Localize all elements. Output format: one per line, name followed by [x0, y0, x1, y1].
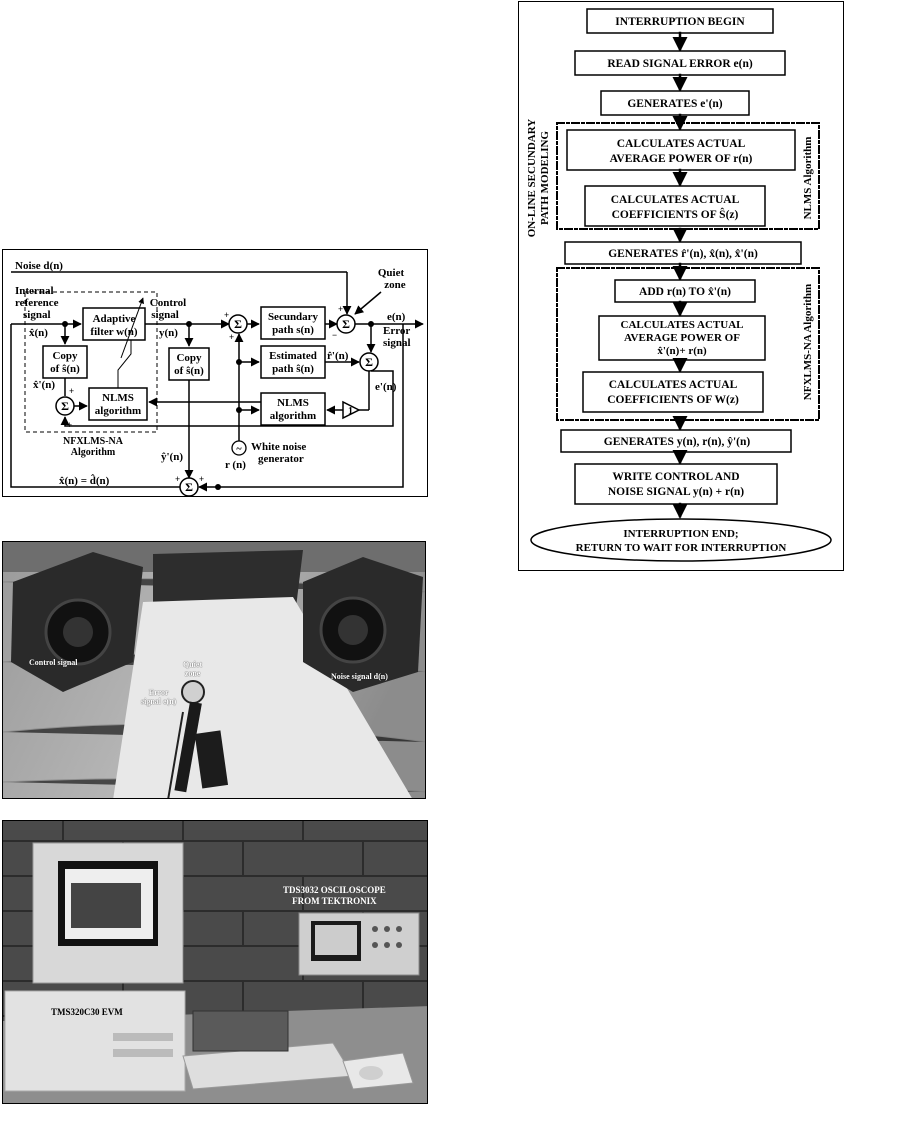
svg-text:Σ: Σ	[234, 317, 242, 331]
calc-coef-s-box	[584, 185, 766, 227]
speakers-photo-drawing	[3, 542, 425, 798]
nfxlms-group-box	[556, 267, 820, 421]
svg-text:Σ: Σ	[61, 399, 69, 413]
nfxlms-side-label: NFXLMS-NA Algorithm	[802, 284, 814, 400]
svg-text:r̂'(n): r̂'(n)	[327, 350, 349, 362]
svg-text:1: 1	[348, 406, 353, 417]
control-signal-caption: Control signal	[29, 658, 78, 667]
svg-text:GENERATES e'(n): GENERATES e'(n)	[627, 98, 722, 110]
en-label: e(n)	[387, 311, 406, 323]
svg-text:+: +	[224, 310, 229, 320]
nlms-left-block	[88, 387, 148, 421]
nfxlms-dashed-box	[24, 291, 158, 433]
svg-text:r (n): r (n)	[225, 459, 246, 471]
microphone	[181, 680, 205, 704]
svg-text:Σ: Σ	[342, 317, 350, 331]
flowchart-figure: INTERRUPTION BEGIN READ SIGNAL ERROR e(n…	[518, 1, 844, 571]
svg-text:+: +	[69, 386, 74, 396]
svg-text:GENERATES y(n), r(n), ŷ'(n): GENERATES y(n), r(n), ŷ'(n)	[604, 436, 751, 448]
generates-three-box	[564, 241, 802, 265]
nlms-group-box	[556, 122, 820, 230]
secundary-path-block	[260, 306, 326, 340]
svg-text:+: +	[199, 474, 204, 484]
svg-text:READ SIGNAL ERROR e(n): READ SIGNAL ERROR e(n)	[607, 58, 753, 70]
sound-level-meter	[194, 730, 229, 789]
flowchart-svg: INTERRUPTION BEGIN READ SIGNAL ERROR e(n…	[526, 8, 832, 562]
read-signal-error-box	[574, 50, 786, 76]
generates-eprime-box	[600, 90, 750, 116]
evm-caption: TMS320C30 EVM	[51, 1007, 123, 1017]
write-control-box	[574, 463, 778, 505]
svg-text:ADD r(n) TO x̂'(n): ADD r(n) TO x̂'(n)	[639, 286, 731, 298]
svg-text:+: +	[175, 474, 180, 484]
noise-label: Noise d(n)	[15, 260, 63, 272]
estimated-path-block	[260, 345, 326, 379]
nlms-right-block	[260, 392, 326, 426]
copy-shat-left-block	[42, 345, 88, 379]
yn-label: y(n)	[159, 327, 178, 339]
mouse	[359, 1066, 383, 1080]
copy-shat-mid-block	[168, 347, 210, 381]
svg-text:+: +	[67, 420, 72, 430]
xhat-label: x̂(n)	[29, 327, 48, 339]
evm-board	[192, 1010, 289, 1052]
svg-text:e'(n): e'(n)	[375, 381, 397, 393]
svg-text:ŷ'(n): ŷ'(n)	[161, 451, 183, 463]
svg-text:+: +	[338, 304, 343, 314]
calc-coef-w-box	[582, 371, 764, 413]
svg-text:GENERATES r̂'(n), x̂(n), x̂'(: GENERATES r̂'(n), x̂(n), x̂'(n)	[608, 248, 758, 260]
svg-text:~: ~	[236, 444, 242, 455]
bottom-equation: x̂(n) = d̂(n)	[59, 474, 110, 487]
svg-text:INTERRUPTION BEGIN: INTERRUPTION BEGIN	[615, 16, 745, 28]
lab-setup-drawing	[3, 821, 427, 1103]
online-modeling-label: ON-LINE SECUNDARYPATH MODELING	[526, 119, 551, 238]
nlms-side-label: NLMS Algorithm	[802, 137, 814, 220]
svg-text:Σ: Σ	[185, 480, 193, 494]
noise-signal-caption: Noise signal d(n)	[331, 672, 388, 681]
svg-text:Σ: Σ	[365, 355, 373, 369]
interruption-end-ellipse	[530, 518, 832, 562]
svg-text:+: +	[229, 332, 234, 342]
svg-text:−: −	[332, 330, 337, 340]
svg-text:x̂'(n): x̂'(n)	[33, 379, 55, 391]
svg-text:INTERRUPTION END;RETURN TO WAI: INTERRUPTION END;RETURN TO WAIT FOR INTE…	[576, 528, 787, 554]
